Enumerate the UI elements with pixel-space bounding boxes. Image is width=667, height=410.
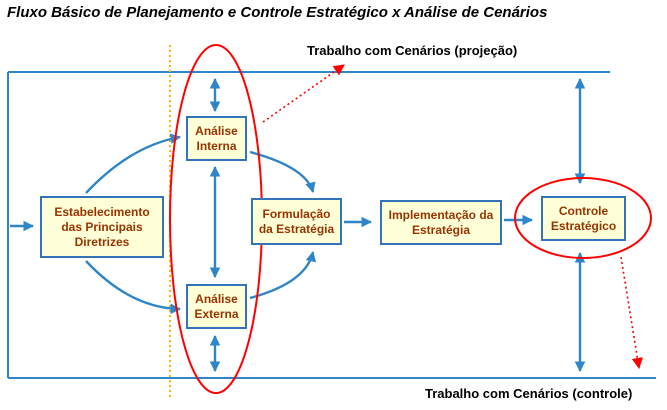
boundary-frame (7, 71, 656, 379)
dotted-arrow-to-bottom-scenario (620, 256, 643, 370)
curve-externa-to-formulacao (249, 250, 317, 300)
curve-diretrizes-to-externa (85, 260, 182, 315)
node-formulacao-estrategia: Formulação da Estratégia (251, 198, 342, 245)
node-analise-externa: Análise Externa (186, 284, 247, 329)
dotted-arrow-to-top-scenario (262, 64, 345, 123)
control-highlight-ellipse (514, 177, 652, 259)
node-analise-interna: Análise Interna (186, 116, 247, 161)
node-controle-estrategico: Controle Estratégico (541, 196, 626, 241)
top-scenario-label: Trabalho com Cenários (projeção) (307, 43, 518, 58)
bottom-scenario-label: Trabalho com Cenários (controle) (425, 386, 633, 401)
scenario-links (262, 64, 643, 370)
node-implementacao-estrategia: Implementação da Estratégia (380, 200, 502, 245)
curve-diretrizes-to-interna (85, 133, 182, 194)
node-estabelecimento-diretrizes: Estabelecimento das Principais Diretrize… (40, 196, 164, 258)
diagram-title: Fluxo Básico de Planejamento e Controle … (7, 4, 548, 21)
